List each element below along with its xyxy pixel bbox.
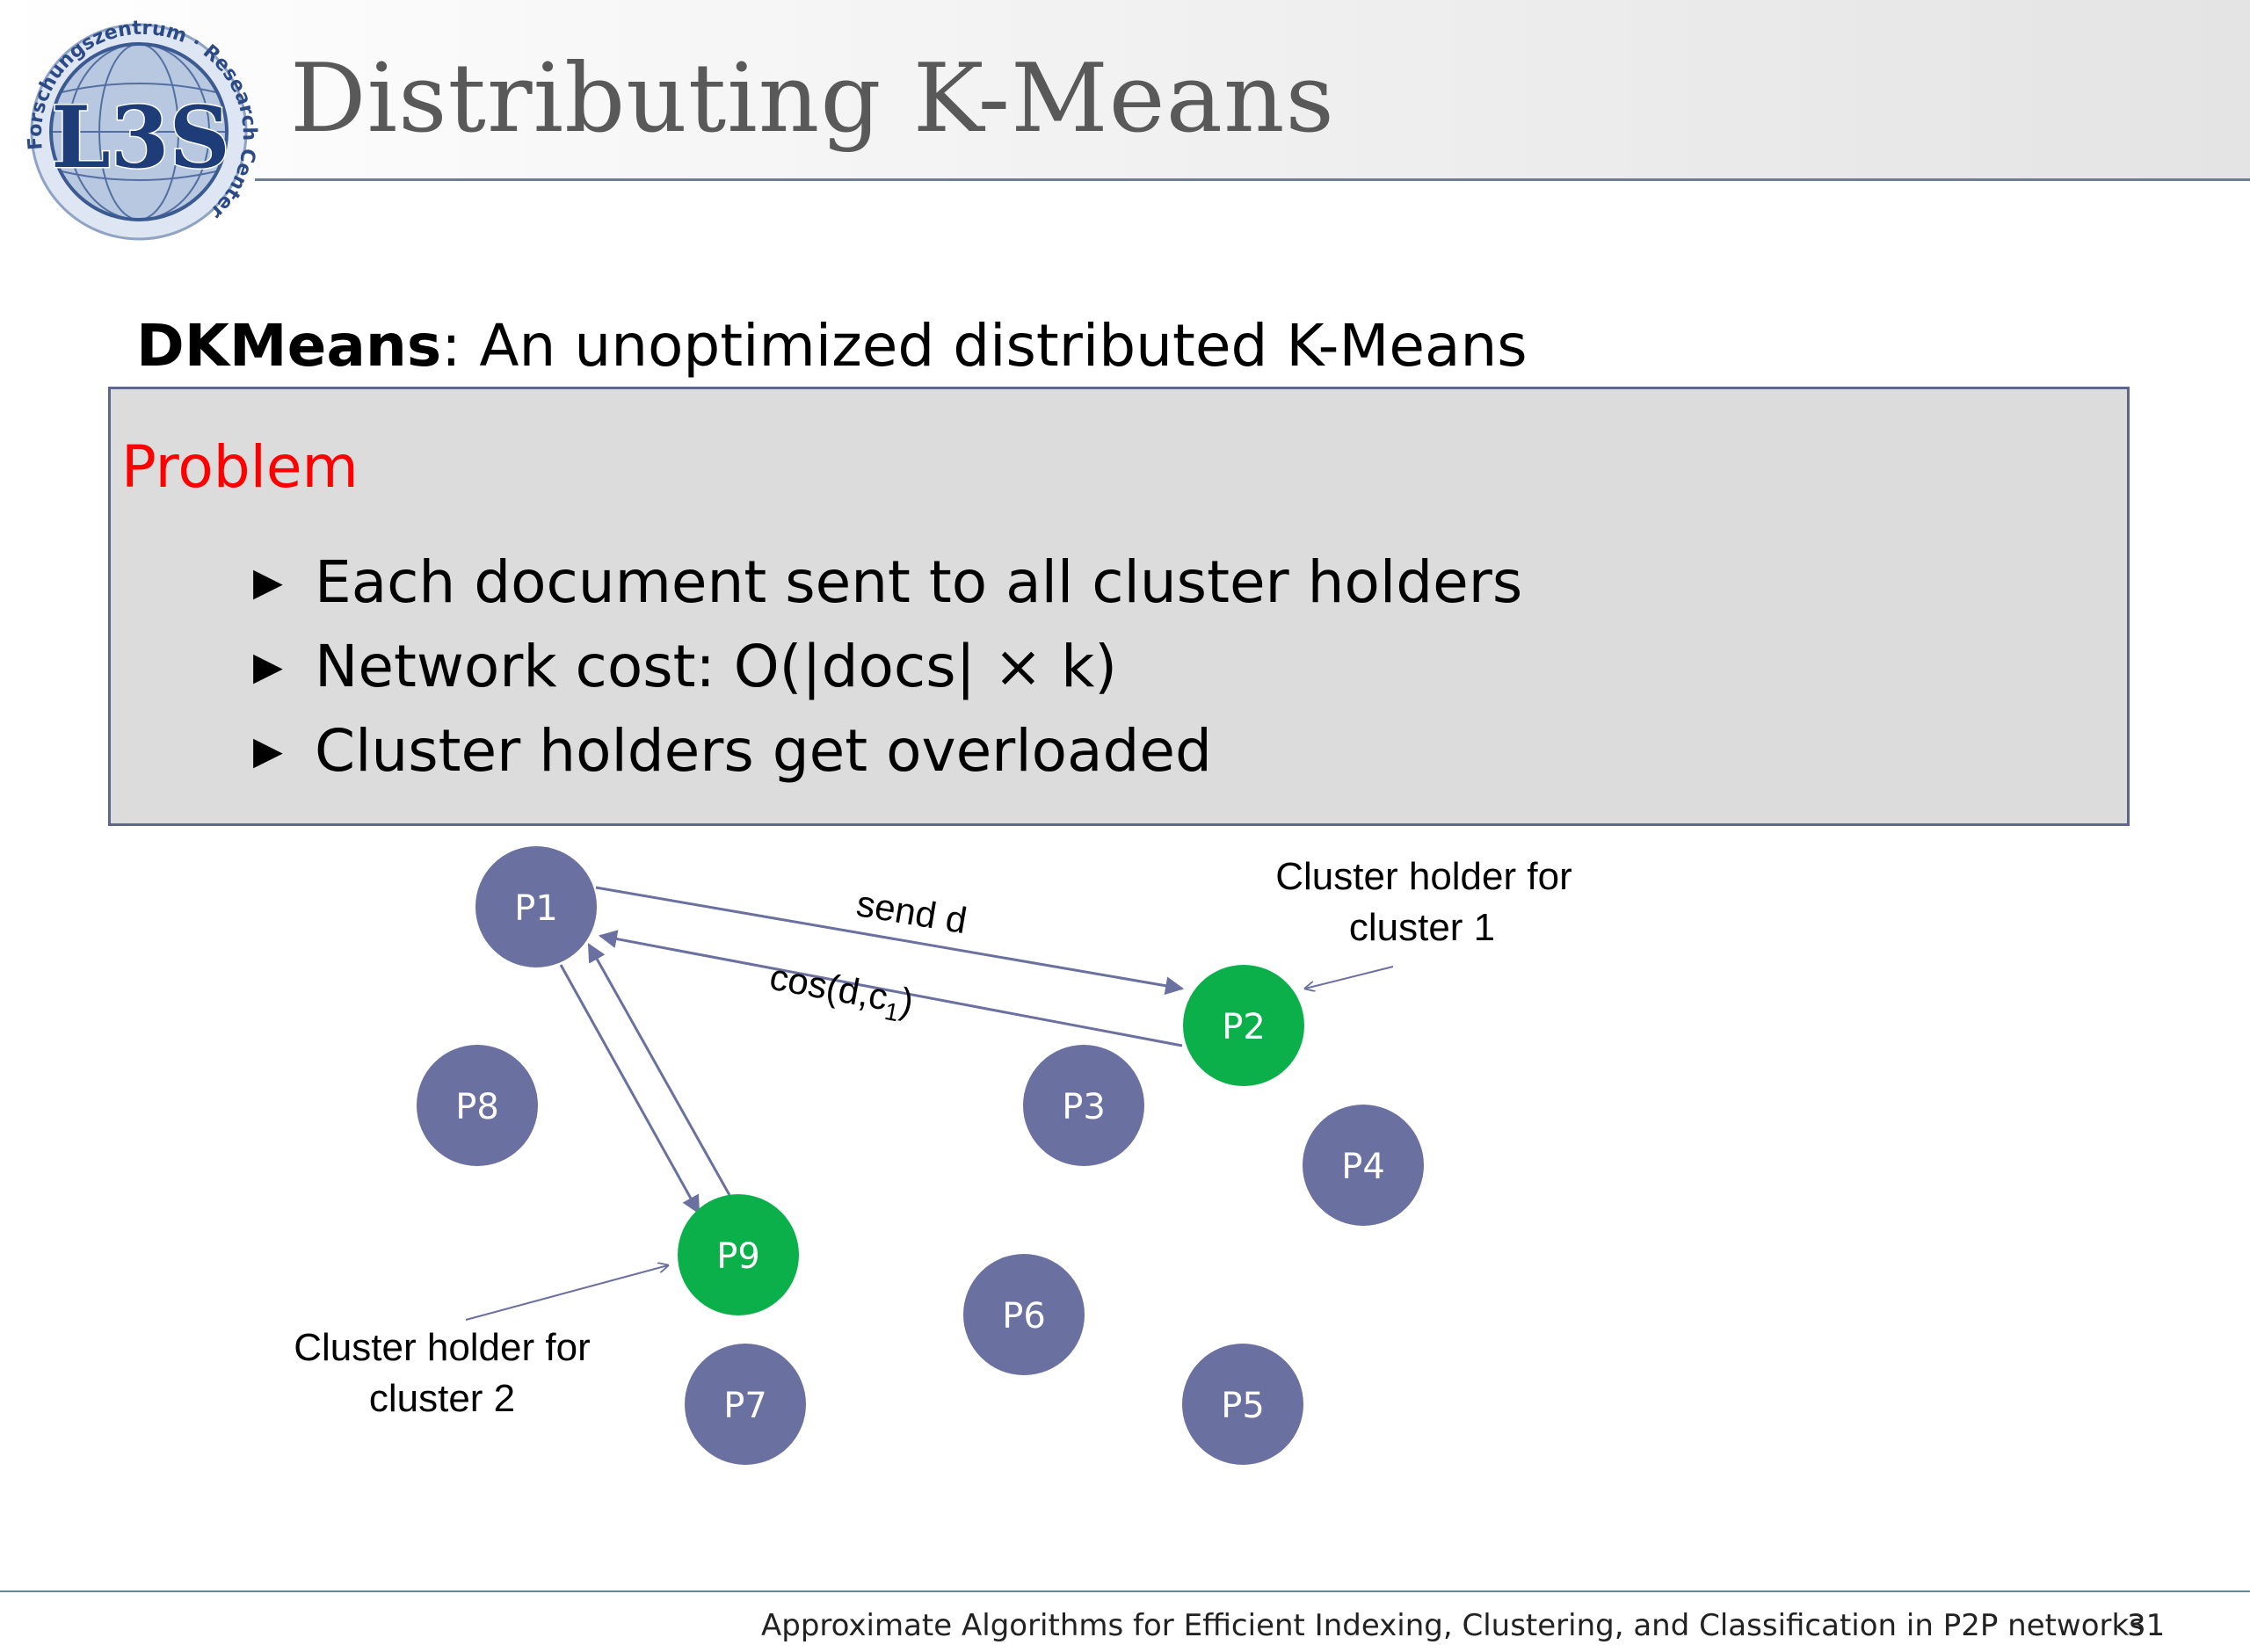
annotation-cluster-2-line2: cluster 2	[369, 1377, 515, 1420]
subtitle-rest: : An unoptimized distributed K-Means	[441, 312, 1528, 380]
node-p9: P9	[678, 1194, 799, 1315]
bullet-text: Network cost: O(|docs| × k)	[315, 633, 1118, 700]
node-p8: P8	[417, 1045, 538, 1166]
problem-box: Problem ▶ Each document sent to all clus…	[108, 387, 2130, 826]
subtitle-bold: DKMeans	[136, 312, 442, 380]
l3s-logo: Forschungszentrum · Research Center L3S	[25, 18, 260, 241]
node-label: P3	[1062, 1087, 1106, 1127]
footer-text: Approximate Algorithms for Efficient Ind…	[761, 1608, 2145, 1643]
node-label: P8	[455, 1087, 499, 1127]
triangle-bullet-icon: ▶	[253, 560, 283, 605]
edge-p1-to-p9	[559, 964, 700, 1214]
bullet-text: Each document sent to all cluster holder…	[315, 548, 1523, 616]
node-p2: P2	[1183, 965, 1304, 1086]
annotation-cluster-2-line1: Cluster holder for	[294, 1326, 590, 1369]
node-p3: P3	[1023, 1045, 1144, 1166]
edge-p1-to-p2	[595, 886, 1185, 996]
triangle-bullet-icon: ▶	[253, 644, 283, 689]
edge-p2-to-p1	[598, 930, 1183, 1047]
header-rule	[255, 178, 2250, 181]
annotation-pointer-cluster-1	[1305, 966, 1394, 989]
node-label: P4	[1341, 1147, 1385, 1187]
node-p4: P4	[1303, 1105, 1424, 1226]
cos-label-end: )	[897, 980, 917, 1023]
cos-label-main: cos(d,c	[766, 956, 891, 1018]
problem-bullet-list: ▶ Each document sent to all cluster hold…	[253, 540, 1522, 793]
bullet-text: Cluster holders get overloaded	[315, 717, 1212, 785]
node-label: P1	[514, 888, 558, 929]
annotation-pointer-cluster-2	[465, 1265, 668, 1321]
header-background	[0, 0, 2250, 180]
problem-bullet: ▶ Cluster holders get overloaded	[253, 709, 1522, 793]
footer-rule	[0, 1590, 2250, 1592]
logo-text: L3S	[51, 88, 230, 187]
node-p6: P6	[963, 1254, 1085, 1375]
page-number: 31	[2127, 1608, 2166, 1643]
problem-heading: Problem	[121, 433, 359, 501]
node-label: P2	[1222, 1007, 1266, 1047]
node-label: P9	[716, 1236, 760, 1277]
node-label: P5	[1221, 1386, 1265, 1426]
node-p7: P7	[685, 1344, 806, 1465]
problem-bullet: ▶ Network cost: O(|docs| × k)	[253, 625, 1522, 709]
network-diagram: send d cos(d,c1) Cluster holder for clus…	[294, 846, 1572, 1465]
node-p1: P1	[475, 846, 597, 967]
edge-label-send: send d	[853, 882, 969, 941]
slide-title: Distributing K-Means	[290, 44, 1335, 154]
annotation-cluster-1-line2: cluster 1	[1349, 906, 1495, 949]
triangle-bullet-icon: ▶	[253, 728, 283, 773]
slide-subtitle: DKMeans: An unoptimized distributed K-Me…	[136, 312, 1528, 380]
cos-label-sub: 1	[882, 997, 901, 1026]
node-label: P7	[723, 1386, 767, 1426]
annotation-cluster-1-line1: Cluster holder for	[1275, 855, 1571, 898]
problem-bullet: ▶ Each document sent to all cluster hold…	[253, 540, 1522, 625]
node-p5: P5	[1182, 1344, 1303, 1465]
node-label: P6	[1002, 1296, 1046, 1337]
edge-p9-to-p1	[587, 943, 731, 1196]
